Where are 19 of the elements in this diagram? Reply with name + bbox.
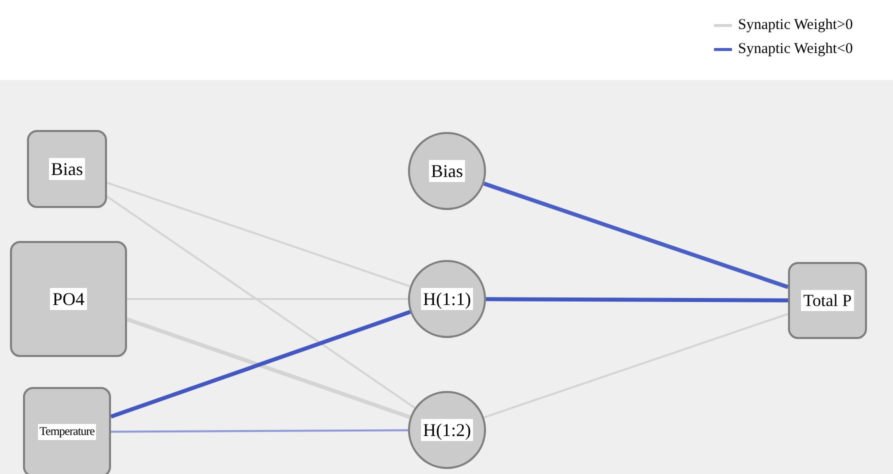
input-node-box [10, 241, 127, 357]
connection-line [484, 313, 788, 418]
node-label: H(1:1) [421, 288, 473, 310]
node-label: Total P [801, 290, 854, 312]
legend-label: Synaptic Weight<0 [738, 41, 853, 58]
input-node-box [27, 130, 107, 208]
node-label: Temperature [38, 424, 96, 440]
legend-label: Synaptic Weight>0 [738, 17, 853, 34]
connection-line [483, 182, 789, 289]
connection-line [111, 429, 408, 433]
node-label: PO4 [50, 288, 86, 310]
node-label: H(1:2) [421, 418, 473, 442]
input-node-box [788, 262, 867, 339]
connection-line [486, 297, 788, 302]
input-node-box [23, 387, 111, 474]
node-label: Bias [428, 160, 465, 182]
connection-line [106, 182, 410, 288]
node-label: Bias [48, 158, 85, 180]
connection-line [106, 196, 416, 409]
